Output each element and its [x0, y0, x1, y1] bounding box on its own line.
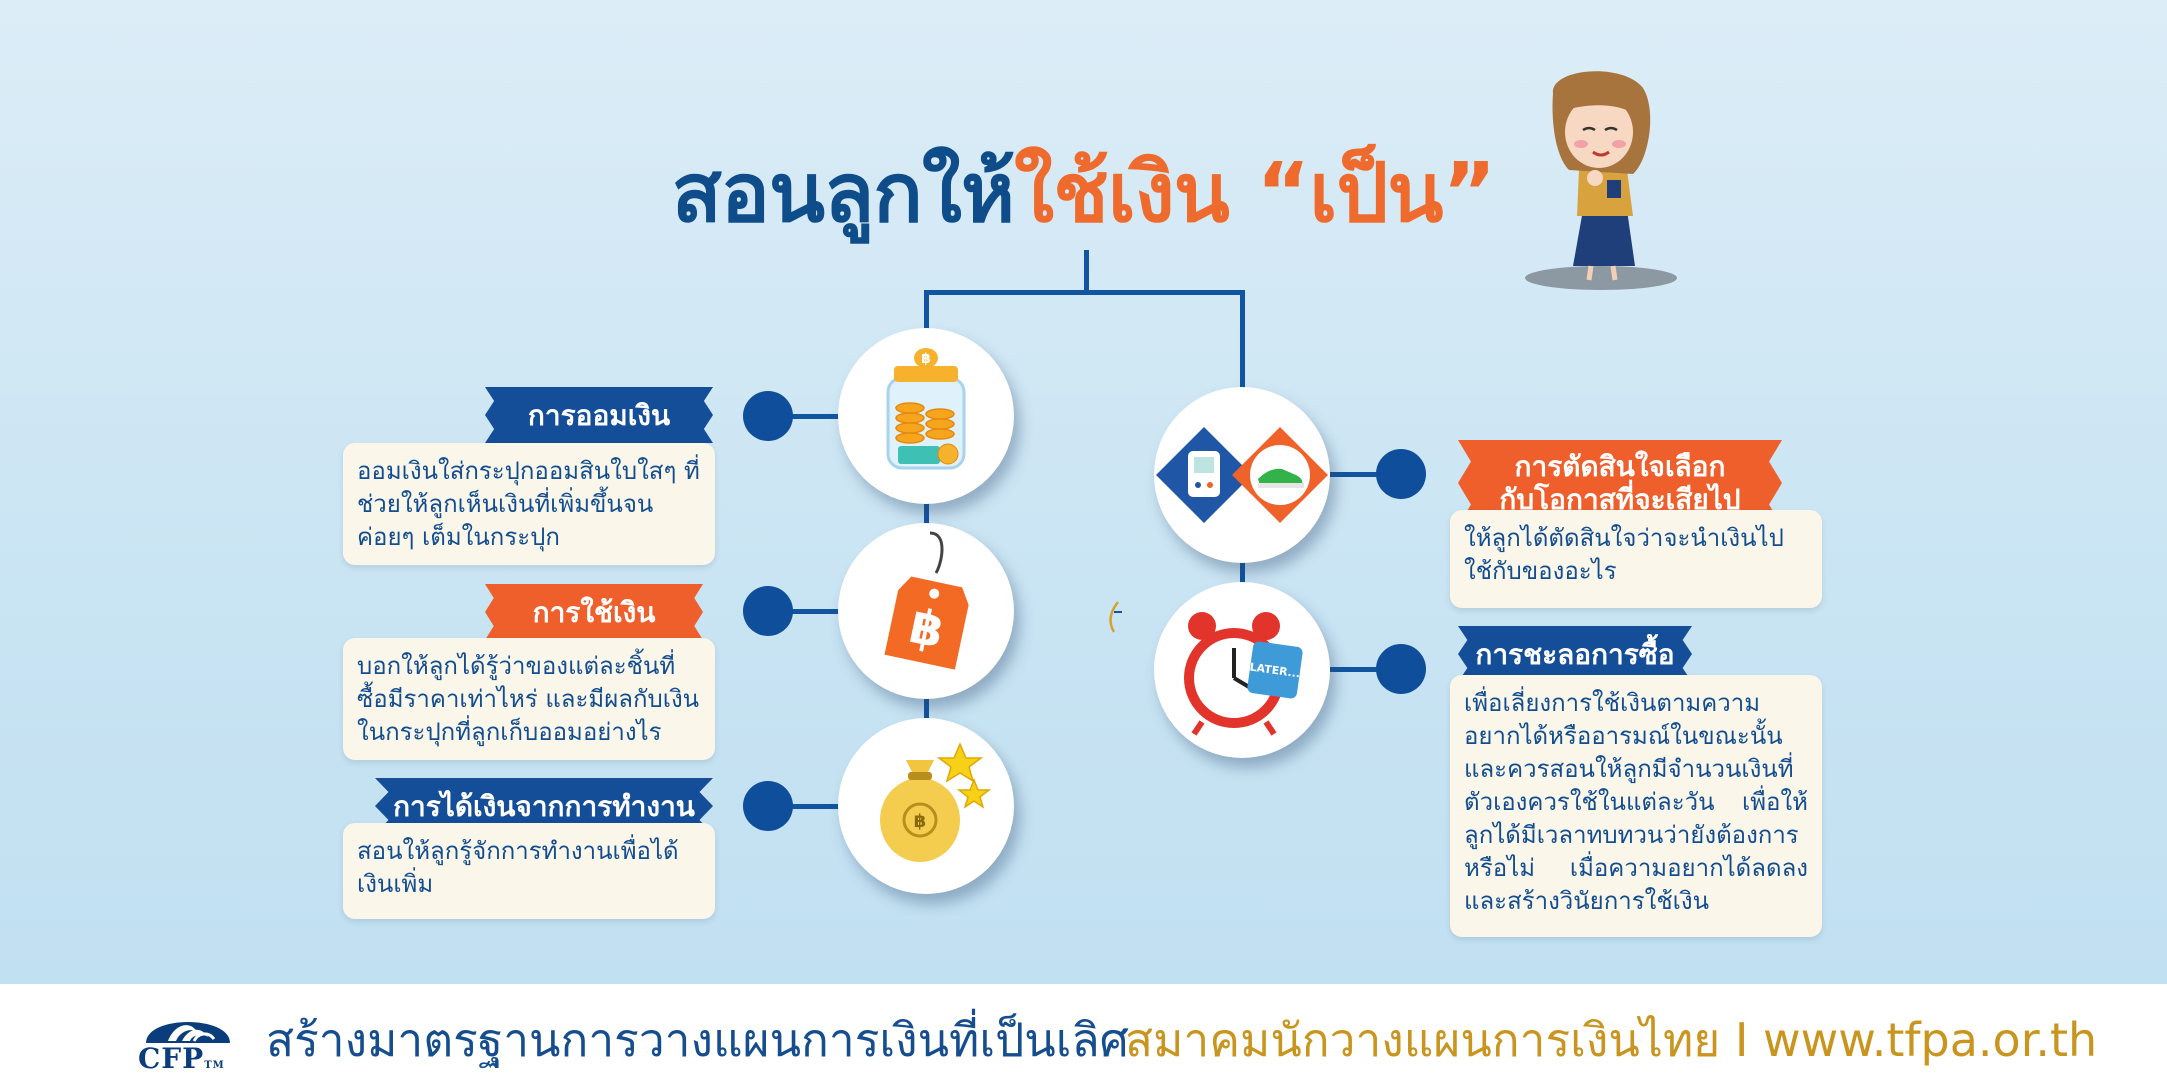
- heading-spending: การใช้เงิน: [485, 584, 703, 640]
- jar-lid-baht: ฿: [921, 351, 931, 367]
- footer-separator: I: [1734, 1013, 1749, 1067]
- footer-org-and-website: สมาคมนักวางแผนการเงินไทย I www.tfpa.or.t…: [1125, 1004, 2097, 1077]
- cfp-logo-letters: CFP: [138, 1042, 205, 1075]
- cfp-logo-tm: TM: [204, 1060, 225, 1071]
- node-dot-saving: [743, 391, 793, 441]
- footer-website-link[interactable]: www.tfpa.or.th: [1763, 1013, 2098, 1067]
- connector-saving: [790, 414, 840, 419]
- tree-left-drop: [924, 290, 929, 338]
- footer-organization: สมาคมนักวางแผนการเงินไทย: [1125, 1013, 1721, 1067]
- footer-bar: สร้างมาตรฐานการวางแผนการเงินที่เป็นเลิศ …: [0, 984, 2167, 1084]
- coin-jar-circle: ฿: [838, 328, 1014, 504]
- money-bag-icon: ฿: [880, 742, 992, 862]
- node-dot-delay: [1376, 644, 1426, 694]
- coin-jar-icon: ฿: [886, 348, 966, 470]
- card-saving: ออมเงินใส่กระปุกออมสินใบใสๆ ที่ช่วยให้ลู…: [343, 443, 715, 565]
- alarm-clock-circle: LATER...: [1154, 582, 1330, 758]
- title-part-1: สอนลูกให้: [671, 146, 1015, 241]
- heading-delay: การชะลอการซื้อ: [1458, 626, 1692, 682]
- tree-right-drop: [1240, 290, 1245, 390]
- tree-stem: [1084, 250, 1089, 292]
- connector-earning: [790, 804, 840, 809]
- price-tag-circle: ฿: [838, 523, 1014, 699]
- bag-baht: ฿: [914, 811, 927, 832]
- heading-saving: การออมเงิน: [485, 387, 713, 443]
- money-bag-circle: ฿: [838, 718, 1014, 894]
- cfp-logo-text: CFPTM: [138, 1042, 225, 1075]
- cfp-logo-icon: [146, 1022, 230, 1043]
- connector-delay: [1330, 667, 1390, 672]
- footer-slogan: สร้างมาตรฐานการวางแผนการเงินที่เป็นเลิศ: [266, 1013, 1129, 1067]
- node-dot-spending: [743, 586, 793, 636]
- tree-crossbar: [924, 290, 1245, 295]
- connector-spending: [790, 609, 840, 614]
- price-tag-icon: ฿: [884, 531, 969, 670]
- card-decision: ให้ลูกได้ตัดสินใจว่าจะนำเงินไปใช้กับของอ…: [1450, 510, 1822, 608]
- node-dot-earning: [743, 781, 793, 831]
- title-part-2: ใช้เงิน “เป็น”: [1014, 146, 1496, 241]
- alarm-clock-icon: LATER...: [1184, 612, 1303, 736]
- connector-decision: [1330, 472, 1390, 477]
- card-spending: บอกให้ลูกได้รู้ว่าของแต่ละชิ้นที่ซื้อมีร…: [343, 638, 715, 760]
- right-spine: [1240, 470, 1245, 670]
- card-earning: สอนให้ลูกรู้จักการทำงานเพื่อได้เงินเพิ่ม: [343, 823, 715, 919]
- card-delay: เพื่อเลี่ยงการใช้เงินตามความอยากได้หรืออ…: [1450, 675, 1822, 937]
- choice-icon: [1156, 427, 1328, 523]
- node-dot-decision: [1376, 449, 1426, 499]
- page-title: สอนลูกให้ใช้เงิน “เป็น”: [0, 128, 2167, 258]
- cartoon-girl-illustration: [1525, 71, 1677, 290]
- squiggle-decoration: [1109, 601, 1122, 633]
- decision-circle: [1154, 387, 1330, 563]
